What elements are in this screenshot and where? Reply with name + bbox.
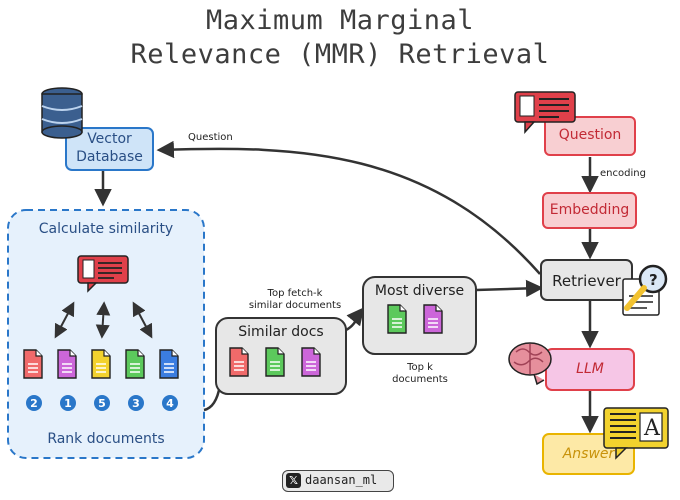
calculate-similarity-label: Calculate similarity	[38, 221, 174, 237]
author-badge[interactable]: 𝕏 daansan_ml	[282, 470, 394, 492]
rank-badge	[94, 395, 110, 411]
rank-documents-label: Rank documents	[47, 431, 165, 447]
document-icons: 2 1 5 3 4	[23, 304, 443, 411]
similar-document-icon	[265, 347, 285, 377]
rank-number: 5	[98, 397, 106, 410]
arrow-similardocs-to-mostdiverse	[345, 307, 365, 332]
vector-database-label: Vector Database	[76, 131, 143, 165]
panel-document-icon	[91, 349, 111, 379]
diverse-document-icon	[387, 304, 407, 334]
author-handle: daansan_ml	[305, 473, 378, 487]
svg-text:A: A	[643, 416, 661, 441]
svg-text:?: ?	[649, 271, 658, 289]
llm-label: LLM	[576, 361, 604, 377]
panel-document-icon	[57, 349, 77, 379]
retriever-label: Retriever	[552, 272, 621, 290]
vector-database-box	[65, 127, 154, 171]
rank-badge	[26, 395, 42, 411]
similar-docs-label: Similar docs	[238, 324, 324, 340]
question-node-label: Question	[558, 127, 622, 143]
arrow-retriever-to-vectordb	[156, 140, 541, 275]
search-document-icon: ?	[622, 264, 668, 316]
answer-document-icon: A	[603, 407, 669, 460]
similar-document-icon	[229, 347, 249, 377]
page-title-line1: Maximum Marginal	[205, 5, 475, 36]
x-logo-icon: 𝕏	[286, 473, 301, 488]
rank-badge	[60, 395, 76, 411]
embedding-box	[542, 192, 637, 229]
page-title-line2: Relevance (MMR) Retrieval	[130, 39, 550, 70]
rank-badge	[162, 395, 178, 411]
rank-number: 3	[132, 397, 140, 410]
brain-icon	[508, 342, 552, 386]
similarity-panel	[7, 209, 205, 459]
edge-label-top-fetch-k: Top fetch-k similar documents	[248, 288, 342, 311]
rank-number: 2	[30, 397, 38, 410]
edge-label-top-k: Top k documents	[392, 362, 448, 385]
diverse-document-icon	[423, 304, 443, 334]
embedding-label: Embedding	[549, 202, 630, 218]
database-icon	[41, 87, 83, 139]
panel-document-icon	[159, 349, 179, 379]
edge-label-encoding: encoding	[600, 168, 646, 179]
edge-label-question: Question	[188, 132, 233, 143]
rank-number: 1	[64, 397, 72, 410]
most-diverse-box	[362, 276, 477, 355]
similar-document-icon	[301, 347, 321, 377]
panel-document-icon	[23, 349, 43, 379]
query-chat-icon	[77, 255, 129, 293]
most-diverse-label: Most diverse	[374, 283, 465, 299]
chat-document-icon	[514, 91, 576, 134]
similarity-arrows	[54, 301, 153, 339]
panel-document-icon	[125, 349, 145, 379]
answer-label: Answer	[562, 446, 615, 462]
arrow-mostdiverse-to-retriever	[475, 279, 544, 298]
rank-badge	[128, 395, 144, 411]
rank-number: 4	[166, 397, 174, 410]
question-box	[544, 116, 636, 156]
